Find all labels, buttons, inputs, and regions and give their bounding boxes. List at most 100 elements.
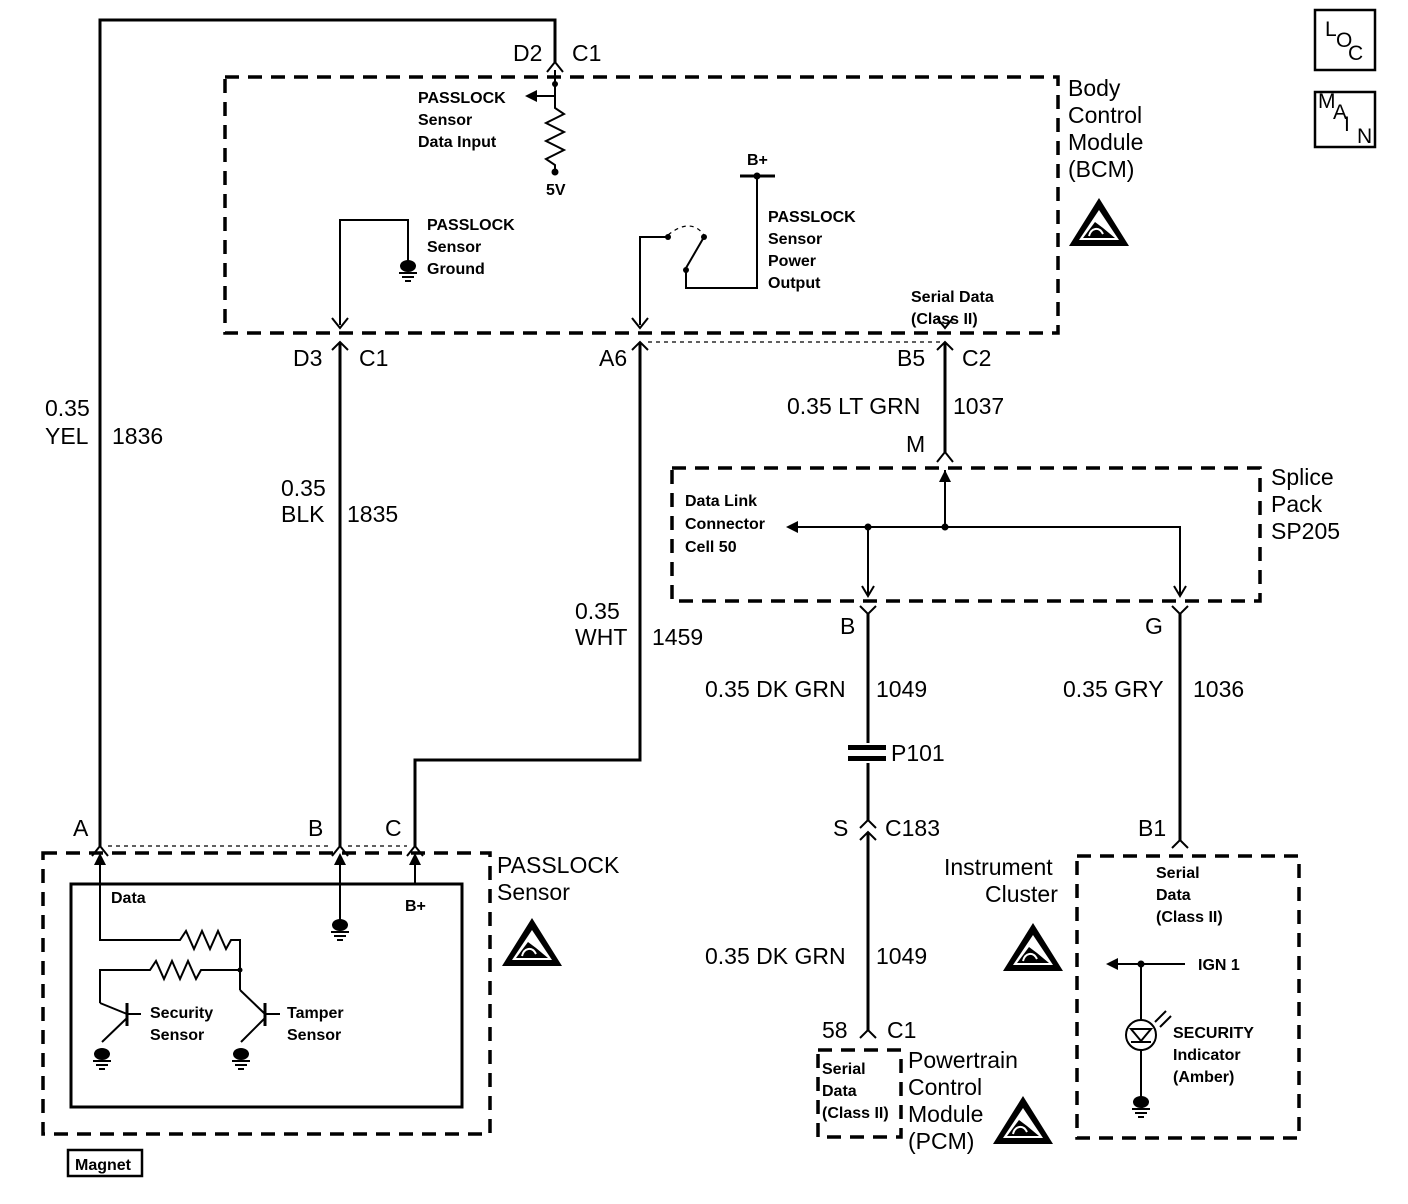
connector-58-icon [859,1028,877,1039]
svg-text:IGN 1: IGN 1 [1198,957,1240,974]
ground-icon [1131,1095,1151,1118]
svg-text:Data: Data [822,1083,857,1100]
svg-text:0.35: 0.35 [281,475,326,501]
bcm-title: Body [1068,75,1121,101]
svg-text:Sensor: Sensor [418,112,472,129]
magnet-outline [69,882,464,1109]
ground-icon [330,918,350,941]
svg-text:Output: Output [768,275,821,292]
svg-text:1836: 1836 [112,423,163,449]
svg-text:Module: Module [908,1101,983,1127]
resistor-icon [543,70,567,172]
esd-icon [992,1095,1054,1145]
ground-icon [231,1047,251,1070]
svg-text:Serial Data: Serial Data [911,289,994,306]
svg-text:1835: 1835 [347,501,398,527]
pcm-module: Serial Data (Class II) Powertrain Contro… [816,1047,1054,1154]
svg-text:I: I [1344,113,1350,136]
svg-text:B+: B+ [405,898,426,915]
svg-text:Indicator: Indicator [1173,1047,1241,1064]
svg-text:Data: Data [1156,887,1191,904]
resistor-icon [99,958,240,1003]
connector-d2-icon [546,60,564,73]
bcm-module: Body Control Module (BCM) PASSLOCK Senso… [223,70,1143,335]
ground-icon [398,259,418,282]
connector-m-icon [936,450,954,463]
svg-text:A: A [1333,101,1347,124]
svg-text:1459: 1459 [652,624,703,650]
svg-text:1049: 1049 [876,943,927,969]
svg-text:C1: C1 [887,1017,916,1043]
svg-text:B: B [308,815,323,841]
arrow-left-icon [786,521,798,533]
svg-text:C1: C1 [572,40,601,66]
svg-text:B5: B5 [897,345,925,371]
svg-text:BLK: BLK [281,501,325,527]
svg-text:Data: Data [111,890,146,907]
svg-text:0.35: 0.35 [45,395,90,421]
svg-text:0.35: 0.35 [575,598,620,624]
svg-text:YEL: YEL [45,423,89,449]
svg-text:P101: P101 [891,740,945,766]
svg-text:O: O [1336,29,1352,52]
svg-text:5V: 5V [546,182,566,199]
main-button[interactable]: M A I N [1313,90,1377,149]
svg-text:Sensor: Sensor [287,1027,341,1044]
magnet-button[interactable]: Magnet [66,1148,144,1178]
svg-text:0.35 LT GRN: 0.35 LT GRN [787,393,920,419]
svg-text:A: A [73,815,89,841]
svg-text:C: C [1348,42,1363,65]
led-icon [1125,1010,1172,1051]
svg-text:Data Input: Data Input [418,134,497,151]
svg-text:B1: B1 [1138,815,1166,841]
arrow-left-icon [1106,958,1118,970]
connector-g-icon [1171,605,1189,616]
svg-text:PASSLOCK: PASSLOCK [418,90,506,107]
svg-text:D2: D2 [513,40,542,66]
svg-text:Sensor: Sensor [768,231,822,248]
svg-text:Cluster: Cluster [985,881,1058,907]
svg-text:Splice: Splice [1271,464,1334,490]
esd-icon [501,917,563,967]
wire-1459 [413,342,642,846]
passlock-outline [41,851,492,1136]
esd-icon [1002,922,1064,972]
svg-text:SECURITY: SECURITY [1173,1025,1254,1042]
loc-button[interactable]: L O C [1313,8,1377,72]
esd-icon [1068,197,1130,247]
svg-text:M: M [1318,90,1336,113]
svg-text:Sensor: Sensor [497,879,570,905]
svg-text:1049: 1049 [876,676,927,702]
svg-text:D3: D3 [293,345,322,371]
svg-text:Sensor: Sensor [150,1027,204,1044]
svg-text:(Class II): (Class II) [822,1105,889,1122]
svg-text:(BCM): (BCM) [1068,156,1134,182]
svg-text:C2: C2 [962,345,991,371]
svg-text:C183: C183 [885,815,940,841]
connector-b1-icon [1171,838,1189,849]
svg-text:Ground: Ground [427,261,485,278]
svg-text:C1: C1 [359,345,388,371]
svg-text:58: 58 [822,1017,848,1043]
resistor-icon [99,865,241,990]
connector-b-icon [859,605,877,616]
svg-text:C: C [385,815,402,841]
switch-icon [685,236,705,269]
passlock-sensor: PASSLOCK Sensor A B C B+ Data Security S… [41,815,620,1136]
svg-text:0.35 DK GRN: 0.35 DK GRN [705,943,846,969]
svg-text:1036: 1036 [1193,676,1244,702]
svg-text:B: B [840,613,855,639]
svg-text:(Class II): (Class II) [1156,909,1223,926]
svg-text:Control: Control [908,1074,982,1100]
bcm-outline [223,75,1060,335]
svg-text:Cell 50: Cell 50 [685,539,737,556]
svg-text:Connector: Connector [685,516,765,533]
svg-text:Powertrain: Powertrain [908,1047,1018,1073]
svg-text:Data Link: Data Link [685,493,757,510]
svg-text:Sensor: Sensor [427,239,481,256]
svg-text:PASSLOCK: PASSLOCK [768,209,856,226]
instrument-cluster: Instrument Cluster Serial Data (Class II… [944,854,1301,1140]
svg-text:Power: Power [768,253,816,270]
svg-text:Magnet: Magnet [75,1157,132,1174]
